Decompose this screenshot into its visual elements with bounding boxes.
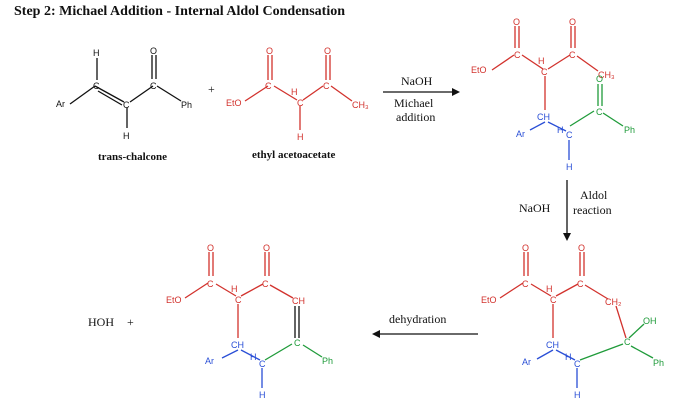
atom-c: C (569, 50, 576, 60)
atom-h: H (566, 162, 573, 172)
plus-sign: + (208, 82, 215, 96)
atom-h: H (231, 284, 238, 294)
atom-c: C (93, 81, 100, 91)
atom-h: H (297, 132, 304, 142)
atom-ph: Ph (181, 100, 192, 110)
atom-h: H (565, 352, 572, 362)
atom-c: C (577, 279, 584, 289)
atom-h: H (574, 390, 581, 400)
atom-c: C (294, 338, 301, 348)
atom-oh: OH (643, 316, 657, 326)
atom-h: H (259, 390, 266, 400)
atom-c: C (262, 279, 269, 289)
atom-eto: EtO (166, 295, 182, 305)
atom-ch: CH (546, 340, 559, 350)
atom-o: O (150, 46, 157, 56)
dehydration-arrow (372, 330, 478, 338)
atom-c: C (566, 130, 573, 140)
atom-h: H (546, 284, 553, 294)
atom-c: C (123, 100, 130, 110)
atom-c: C (596, 107, 603, 117)
atom-c: C (574, 359, 581, 369)
atom-c: C (323, 81, 330, 91)
atom-h: H (291, 87, 298, 97)
atom-c: C (207, 279, 214, 289)
byproduct-water: HOH (88, 315, 114, 329)
diagram-title: Step 2: Michael Addition - Internal Aldo… (14, 4, 345, 19)
atom-h: H (557, 125, 564, 135)
atom-c: C (150, 81, 157, 91)
michael-adduct-structure: EtO O C H C O C CH₃ CH Ar H C H C O Ph (471, 17, 635, 172)
atom-c: C (235, 295, 242, 305)
atom-ch3: CH₃ (598, 70, 615, 80)
atom-ar: Ar (56, 99, 65, 109)
atom-h: H (538, 56, 545, 66)
atom-ph: Ph (322, 356, 333, 366)
atom-eto: EtO (471, 65, 487, 75)
atom-o: O (324, 46, 331, 56)
atom-ar: Ar (205, 356, 214, 366)
atom-o: O (569, 17, 576, 27)
michael-addition-arrow (383, 88, 460, 96)
atom-eto: EtO (226, 98, 242, 108)
atom-ph: Ph (653, 358, 664, 368)
atom-o: O (578, 243, 585, 253)
atom-eto: EtO (481, 295, 497, 305)
atom-c: C (297, 98, 304, 108)
atom-c: C (514, 50, 521, 60)
caption-ethyl-acetoacetate: ethyl acetoacetate (252, 149, 335, 161)
michael-label-2: addition (396, 110, 435, 124)
byproduct-plus: + (127, 315, 134, 329)
trans-chalcone-structure: Ar H C C H C O Ph (56, 46, 192, 141)
atom-o: O (263, 243, 270, 253)
aldol-label-1: Aldol (580, 188, 608, 202)
ethyl-acetoacetate-structure: EtO C O H C H C O CH₃ (226, 46, 369, 142)
atom-ch3: CH₃ (352, 100, 369, 110)
atom-ch: CH (231, 340, 244, 350)
atom-ar: Ar (522, 357, 531, 367)
atom-o: O (513, 17, 520, 27)
dehydration-label: dehydration (389, 312, 446, 326)
atom-o: O (596, 74, 603, 84)
aldol-reaction-arrow (563, 180, 571, 241)
aldol-reagent: NaOH (519, 201, 551, 215)
atom-ch2: CH₂ (605, 297, 622, 307)
caption-trans-chalcone: trans-chalcone (98, 151, 167, 163)
michael-reagent: NaOH (401, 74, 433, 88)
atom-ch: CH (292, 296, 305, 306)
aldol-label-2: reaction (573, 203, 612, 217)
atom-o: O (207, 243, 214, 253)
atom-h: H (250, 352, 257, 362)
atom-o: O (522, 243, 529, 253)
atom-c: C (550, 295, 557, 305)
atom-c: C (259, 359, 266, 369)
atom-h: H (123, 131, 130, 141)
atom-h: H (93, 48, 100, 58)
atom-o: O (266, 46, 273, 56)
michael-label-1: Michael (394, 96, 434, 110)
atom-ph: Ph (624, 125, 635, 135)
atom-ch: CH (537, 112, 550, 122)
atom-c: C (522, 279, 529, 289)
atom-c: C (541, 67, 548, 77)
aldol-product-structure: EtO O C H C O C CH₂ CH Ar H C H C OH Ph (481, 243, 664, 400)
atom-c: C (624, 337, 631, 347)
atom-ar: Ar (516, 129, 525, 139)
final-product-structure: EtO O C H C O C CH CH Ar H C H C Ph (166, 243, 333, 400)
atom-c: C (265, 81, 272, 91)
